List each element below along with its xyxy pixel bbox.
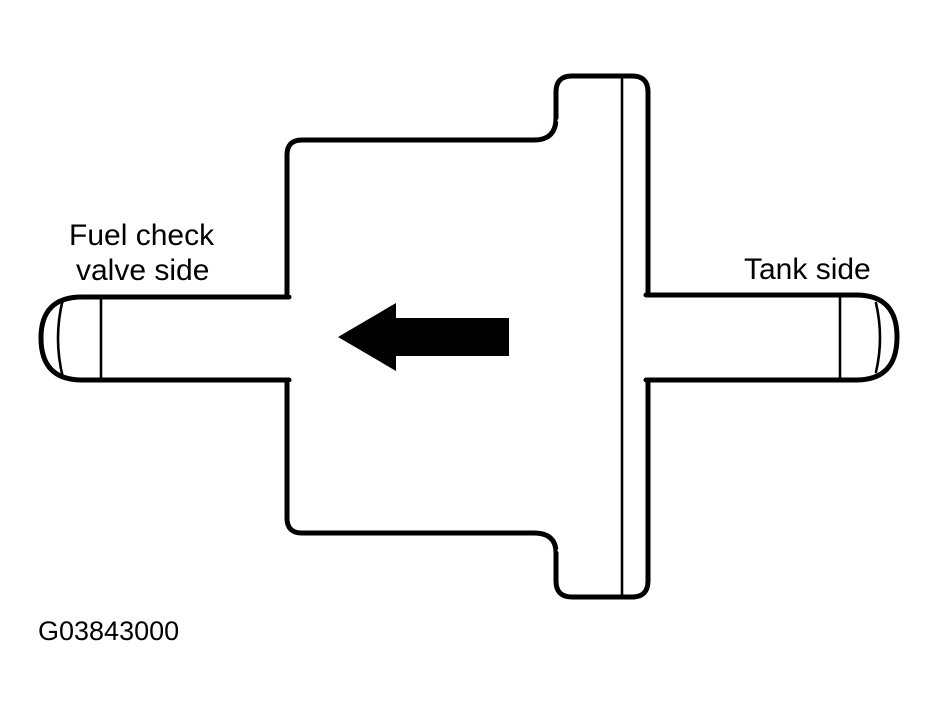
left-inlet-pipe — [38, 294, 292, 383]
filter-body-outline — [284, 115, 559, 556]
right-pipe-rib-outer — [874, 301, 882, 374]
left-label: Fuel check valve side — [69, 219, 215, 287]
right-label: Tank side — [744, 253, 871, 286]
right-outlet-pipe — [643, 292, 900, 383]
left-pipe-outline — [38, 294, 292, 383]
flow-direction-arrow — [338, 303, 509, 371]
right-label-line1: Tank side — [744, 253, 871, 286]
flange-collar — [553, 73, 651, 600]
flange-outline — [553, 73, 651, 600]
arrow-shape — [338, 303, 509, 371]
left-label-line1: Fuel check — [69, 219, 215, 252]
filter-body — [284, 115, 559, 556]
left-pipe-rib-outer — [56, 297, 65, 380]
left-label-line2: valve side — [76, 254, 209, 287]
right-pipe-outline — [643, 292, 900, 383]
figure-caption: G03843000 — [38, 616, 179, 646]
